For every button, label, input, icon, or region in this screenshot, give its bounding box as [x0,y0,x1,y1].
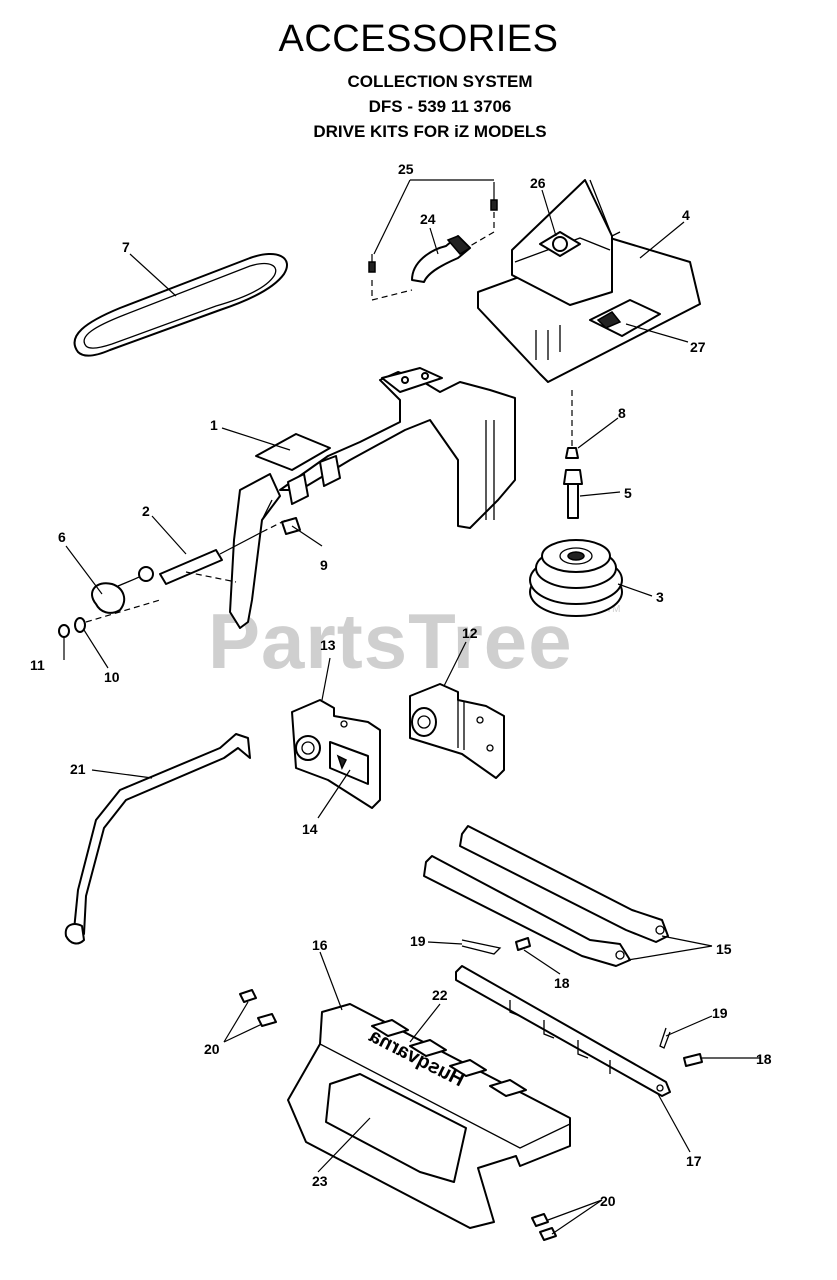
callout-2: 2 [142,503,150,519]
callout-5: 5 [624,485,632,501]
callout-4: 4 [682,207,690,223]
callout-16: 16 [312,937,328,953]
callout-22: 22 [432,987,448,1003]
leader-lines [63,179,760,1235]
subtitle-collection-system: COLLECTION SYSTEM [347,72,533,91]
callout-8: 8 [618,405,626,421]
callout-11: 11 [30,657,45,673]
part-bolts-upper[interactable] [239,989,277,1027]
callout-18-right: 18 [756,1051,772,1067]
callout-25: 25 [398,161,414,177]
part-support-bar[interactable] [455,965,671,1097]
callout-19-right: 19 [712,1005,728,1021]
part-nut-8[interactable] [565,447,579,459]
callout-27: 27 [690,339,706,355]
callout-17: 17 [686,1153,702,1169]
part-base-plate[interactable]: Husqvarna [287,1003,571,1229]
subtitle-part-number: DFS - 539 11 3706 [368,97,512,116]
callout-labels: 7 1 2 6 25 24 26 4 27 8 5 3 9 11 10 13 1… [30,161,772,1209]
part-idler-plate-right[interactable] [409,683,505,779]
watermark-trademark: TM [606,604,620,615]
part-clevis-pin-left[interactable] [515,937,531,951]
callout-10: 10 [104,669,120,685]
callout-24: 24 [420,211,436,227]
callout-26: 26 [530,175,546,191]
part-clevis-pin-right[interactable] [683,1053,703,1067]
callout-13: 13 [320,637,336,653]
part-control-rod[interactable] [64,733,251,945]
watermark-text: PartsTree [208,597,573,685]
part-latch-handle[interactable] [411,235,472,283]
part-deflector-cover[interactable] [477,179,701,383]
callout-12: 12 [462,625,478,641]
callout-20-upper: 20 [204,1041,220,1057]
part-bolt-9[interactable] [281,517,323,547]
callout-21: 21 [70,761,86,777]
callout-18-left: 18 [554,975,570,991]
callout-23: 23 [312,1173,328,1189]
callout-15: 15 [716,941,732,957]
part-pulley[interactable] [529,539,623,617]
callout-6: 6 [58,529,66,545]
subtitle-drive-kits: DRIVE KITS FOR iZ MODELS [313,122,547,141]
part-cotter-pin-left[interactable] [461,939,502,955]
part-cotter-pin-right[interactable] [659,1027,671,1049]
callout-9: 9 [320,557,328,573]
callout-3: 3 [656,589,664,605]
page-title: ACCESSORIES [278,18,559,60]
part-idler-plate-left[interactable] [291,699,381,809]
part-nut[interactable] [58,624,70,638]
part-hairpin-clip[interactable] [91,566,154,614]
callout-14: 14 [302,821,318,837]
part-cable-lanyard[interactable] [368,182,498,301]
part-belt[interactable] [73,253,288,357]
callout-19-left: 19 [410,933,426,949]
callout-20-lower: 20 [600,1193,616,1209]
callout-1: 1 [210,417,218,433]
part-bolt-5[interactable] [563,469,583,519]
part-drive-link-bars[interactable] [423,825,669,967]
part-washer[interactable] [74,617,86,633]
callout-7: 7 [122,239,130,255]
part-bolts-lower[interactable] [531,1213,557,1241]
part-control-cable[interactable] [159,519,287,585]
part-mounting-bracket[interactable] [229,367,516,629]
